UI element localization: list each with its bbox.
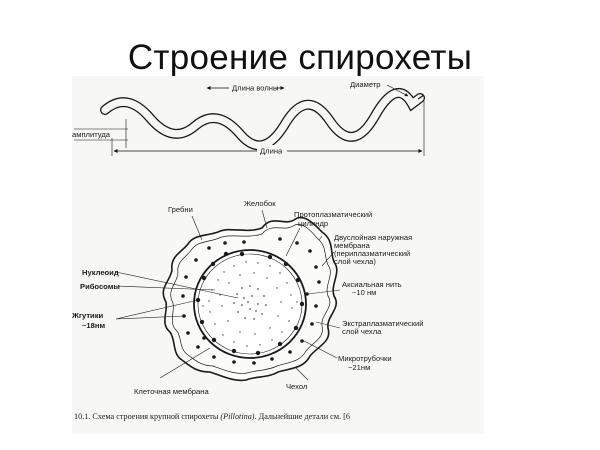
leader-lines xyxy=(115,209,341,381)
spirochete-figure: Длина волны Диаметр амплитуда Длина xyxy=(72,76,484,434)
flagella xyxy=(195,251,305,356)
figure-caption: 10.1. Схема строения крупной спирохеты (… xyxy=(74,412,350,421)
axial-filament-label-1: Аксиальная нить xyxy=(342,280,402,289)
outer-membrane-label-3: (периплазматический xyxy=(334,249,410,258)
ridges-label: Гребни xyxy=(168,205,193,214)
amplitude-label: амплитуда xyxy=(72,130,111,139)
ribosomes xyxy=(202,261,298,347)
protoplasmic-cylinder-label-2: цилиндр xyxy=(298,219,328,228)
sheath-inner-line xyxy=(170,224,331,374)
axial-filament-label-2: ~10 нм xyxy=(352,288,376,297)
flagella-label-1: Жгутики xyxy=(72,311,104,320)
length-label-bg xyxy=(257,145,287,156)
wavelength-label: Длина волны xyxy=(232,84,278,93)
microtubules xyxy=(181,237,321,365)
outer-membrane-label-1: Двуслойная наружная xyxy=(334,233,412,242)
diameter-pointer xyxy=(386,84,409,97)
caption-rest: . Дальнейшие детали см. xyxy=(255,412,342,421)
slide-title: Строение спирохеты xyxy=(127,38,473,77)
cell-membrane-label: Клеточная мембрана xyxy=(134,387,209,396)
protoplasmic-cylinder xyxy=(193,249,307,359)
outer-membrane-label-2: мембрана xyxy=(334,241,371,250)
outer-membrane-label-4: слой чехла) xyxy=(334,257,376,266)
microtubules-label-1: Микротрубочки xyxy=(338,354,392,363)
wavelength-label-bg xyxy=(229,82,275,93)
caption-number: 10.1. xyxy=(74,412,90,421)
figure-svg: Длина волны Диаметр амплитуда Длина xyxy=(72,80,425,421)
extraplasmatic-label-2: слой чехла xyxy=(342,327,382,336)
nucleoid xyxy=(233,285,267,320)
caption-ref: [6 xyxy=(343,412,350,421)
length-label: Длина xyxy=(260,147,283,156)
protoplasmic-cylinder-label-1: Протоплазматический xyxy=(294,210,372,219)
spirochete-body xyxy=(101,89,424,150)
sheath-label: Чехол xyxy=(286,382,307,391)
caption-species: (Pillotina) xyxy=(220,412,254,421)
microtubules-label-2: ~21нм xyxy=(348,363,370,372)
diameter-label: Диаметр xyxy=(350,80,381,89)
caption-text: Схема строения крупной спирохеты xyxy=(92,412,218,421)
spirochete-tip xyxy=(417,94,425,100)
groove-label: Желобок xyxy=(244,199,276,208)
flagella-label-2: ~18нм xyxy=(82,321,105,330)
nucleoid-label: Нуклеоид xyxy=(82,268,119,277)
ribosomes-label: Рибосомы xyxy=(80,282,120,291)
extraplasmatic-label-1: Экстраплазматический xyxy=(342,319,424,328)
